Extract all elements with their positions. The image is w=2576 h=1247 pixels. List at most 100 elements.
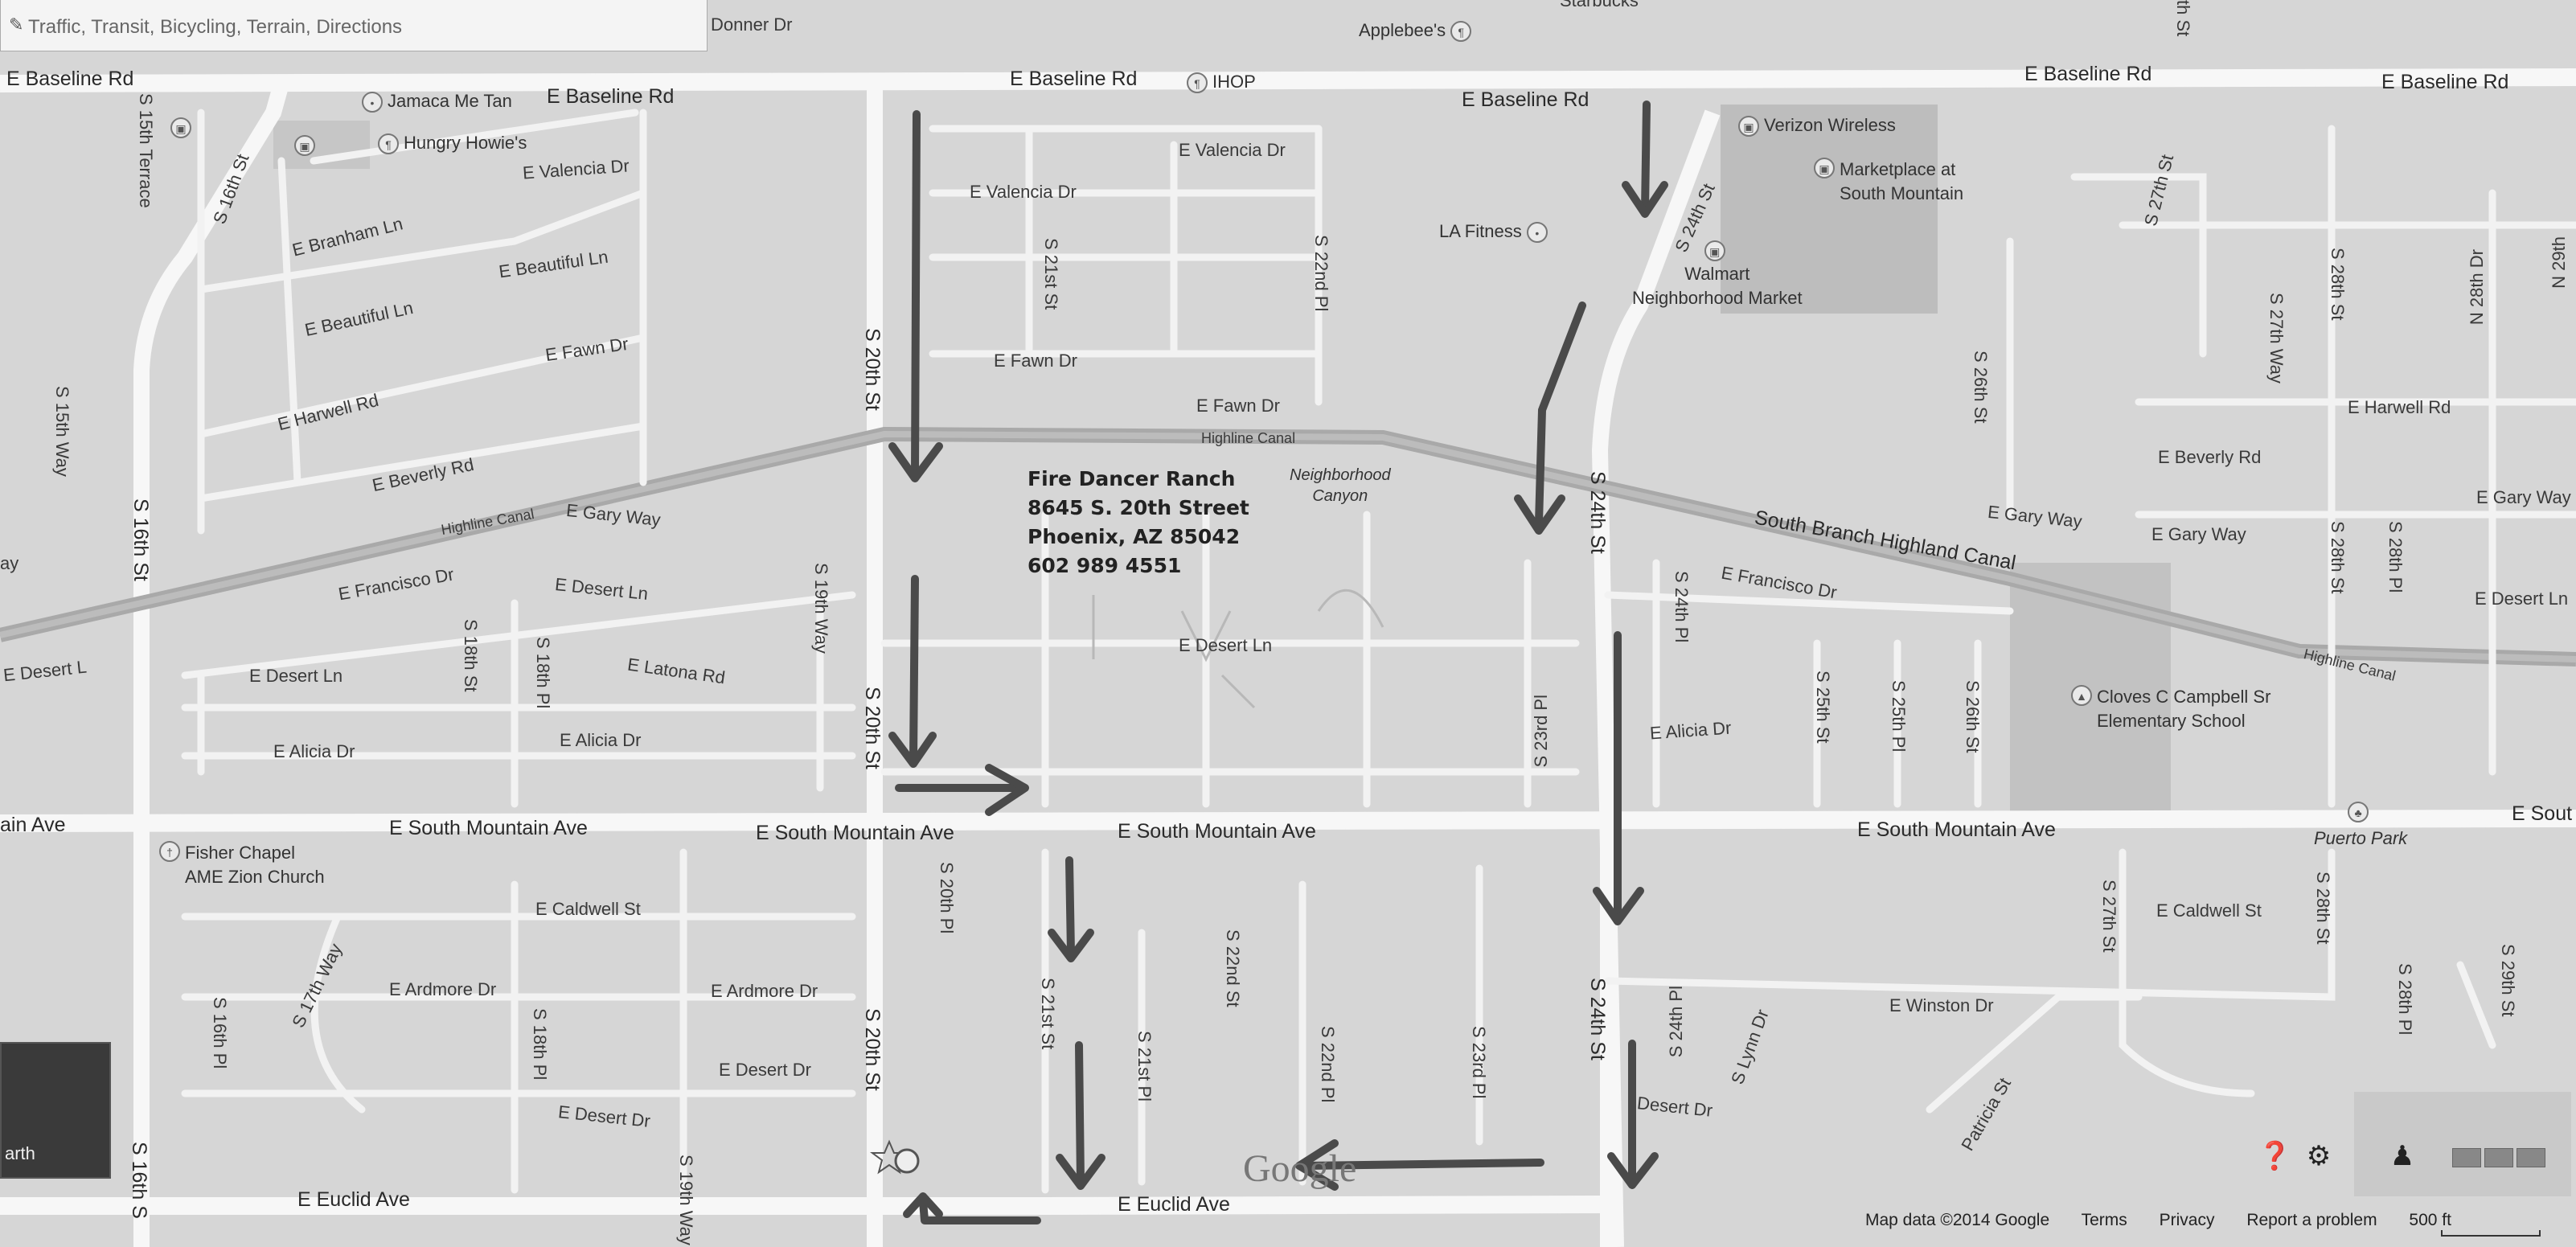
layers-search-bar[interactable]: ✎ Traffic, Transit, Bicycling, Terrain, … (0, 0, 708, 51)
road-label: S 23rd Pl (1469, 1026, 1489, 1099)
privacy-link[interactable]: Privacy (2159, 1211, 2215, 1229)
road-label: S 20th St (861, 1008, 884, 1091)
road-label: S 28th St (2328, 521, 2348, 594)
place-street: 8645 S. 20th Street (1028, 496, 1249, 519)
road-label: E Desert Dr (719, 1060, 811, 1080)
road-label: E Gary Way (2151, 524, 2246, 544)
road-label: Starbucks (1560, 0, 1639, 10)
school-icon: ▲ (2071, 685, 2092, 706)
road-label: ay (0, 553, 19, 573)
road-label: E Ardmore Dr (711, 981, 818, 1001)
road-label: E Desert Ln (2475, 589, 2569, 609)
canal-label: Highline Canal (1201, 430, 1296, 446)
restaurant-icon: ¶ (1450, 21, 1472, 42)
shopping-icon: ▣ (170, 117, 191, 138)
road-label: S 28th Pl (2395, 963, 2415, 1036)
road-label: E Baseline Rd (547, 85, 675, 108)
shopping-icon: ▣ (1738, 116, 1759, 137)
road-label: E Valencia Dr (1179, 140, 1286, 160)
road-label: E Winston Dr (1889, 995, 1994, 1015)
scale-label: 500 ft (2409, 1211, 2451, 1229)
destination-star-icon (870, 1139, 920, 1175)
poi-puerto-park[interactable]: ♣Puerto Park (2314, 798, 2407, 852)
road-label: E South Mountain Ave (1118, 820, 1316, 843)
help-icon[interactable]: ❓ (2258, 1141, 2292, 1171)
road-label: S 21st Pl (1134, 1031, 1155, 1102)
poi-verizon[interactable]: ▣Verizon Wireless (1738, 116, 1896, 137)
road-label: ain Ave (0, 814, 66, 836)
road-label: E Caldwell St (2156, 900, 2262, 921)
poi-label: IHOP (1212, 71, 1256, 92)
road-label: S 18th St (461, 619, 481, 692)
poi-label: Marketplace at (1840, 159, 1956, 179)
road-label: S 25th Pl (1889, 680, 1909, 753)
road-label: S 22nd St (1223, 929, 1243, 1007)
road-label: S 21st St (1038, 978, 1058, 1050)
road-label: E Alicia Dr (273, 741, 355, 761)
search-placeholder: Traffic, Transit, Bicycling, Terrain, Di… (28, 16, 403, 38)
road-label: N 28th Dr (2467, 249, 2487, 326)
place-icon: • (362, 92, 383, 113)
report-problem-link[interactable]: Report a problem (2246, 1211, 2377, 1229)
map-data-attribution: Map data ©2014 Google (1865, 1211, 2050, 1229)
poi-label: Canyon (1312, 487, 1368, 505)
road-label: E Baseline Rd (1462, 88, 1589, 111)
road-label: S 22nd Pl (1318, 1026, 1338, 1103)
poi-label: LA Fitness (1439, 220, 1522, 241)
road-label: S 19th Way (811, 563, 831, 654)
road-label: E Euclid Ave (1118, 1193, 1230, 1216)
road-label: E Desert Ln (1179, 635, 1273, 655)
poi-label: Puerto Park (2314, 828, 2408, 848)
road-label: E Alicia Dr (560, 730, 642, 750)
road-label: S 22nd Pl (1311, 235, 1331, 312)
road-label: S 21st St (1041, 238, 1061, 310)
church-icon: † (159, 841, 180, 862)
poi-ihop[interactable]: ¶IHOP (1187, 72, 1256, 93)
poi-label: Cloves C Campbell Sr (2097, 687, 2271, 707)
road-label: E Fawn Dr (1196, 396, 1280, 416)
road-label: S 28th Pl (2385, 521, 2406, 593)
road-label: S 28th St (2328, 248, 2348, 321)
road-label: S 18th Pl (530, 1008, 550, 1081)
road-label: S 20th Pl (937, 862, 957, 934)
place-phone: 602 989 4551 (1028, 554, 1182, 577)
road-label: E Valencia Dr (970, 182, 1077, 202)
restaurant-icon: ¶ (378, 133, 399, 154)
road-label: E Baseline Rd (6, 68, 134, 90)
road-label: E Fawn Dr (994, 351, 1077, 371)
poi-shop-2[interactable]: ▣ (294, 135, 320, 156)
road-label: S 15th Way (52, 386, 72, 477)
road-label: S 16th Pl (210, 997, 230, 1069)
road-label: E Desert Ln (249, 666, 343, 686)
road-label: E Euclid Ave (297, 1188, 410, 1211)
poi-label: Neighborhood (1290, 466, 1391, 484)
poi-label: Neighborhood Market (1632, 288, 1803, 308)
pegman-icon[interactable]: ♟ (2389, 1141, 2415, 1171)
terrain-layer-tile[interactable] (2484, 1148, 2513, 1167)
poi-hungry-howies[interactable]: ¶Hungry Howie's (378, 133, 527, 154)
road-label: th St (2173, 0, 2193, 37)
poi-la-fitness[interactable]: LA Fitness • (1439, 222, 1553, 243)
map-footer: Map data ©2014 Google Terms Privacy Repo… (1865, 1211, 2479, 1243)
road-label: S 24th St (1586, 471, 1609, 554)
earth-view-toggle[interactable]: arth (0, 1042, 111, 1179)
road-label: S 20th St (861, 687, 884, 769)
poi-jamaca[interactable]: •Jamaca Me Tan (362, 92, 512, 113)
road-label: E Baseline Rd (2024, 63, 2152, 85)
terms-link[interactable]: Terms (2081, 1211, 2127, 1229)
poi-shop[interactable]: ▣ (170, 117, 196, 138)
road-label: Donner Dr (711, 14, 793, 35)
satellite-layer-tile[interactable] (2452, 1148, 2481, 1167)
scale-bar (2441, 1230, 2541, 1237)
poi-applebees[interactable]: Applebee's ¶ (1359, 21, 1476, 42)
gear-icon[interactable]: ⚙ (2306, 1141, 2332, 1171)
traffic-layer-tile[interactable] (2517, 1148, 2545, 1167)
road-label: E Harwell Rd (2348, 397, 2451, 417)
road-label: E Sout (2512, 802, 2573, 825)
poi-label: Jamaca Me Tan (388, 90, 512, 111)
